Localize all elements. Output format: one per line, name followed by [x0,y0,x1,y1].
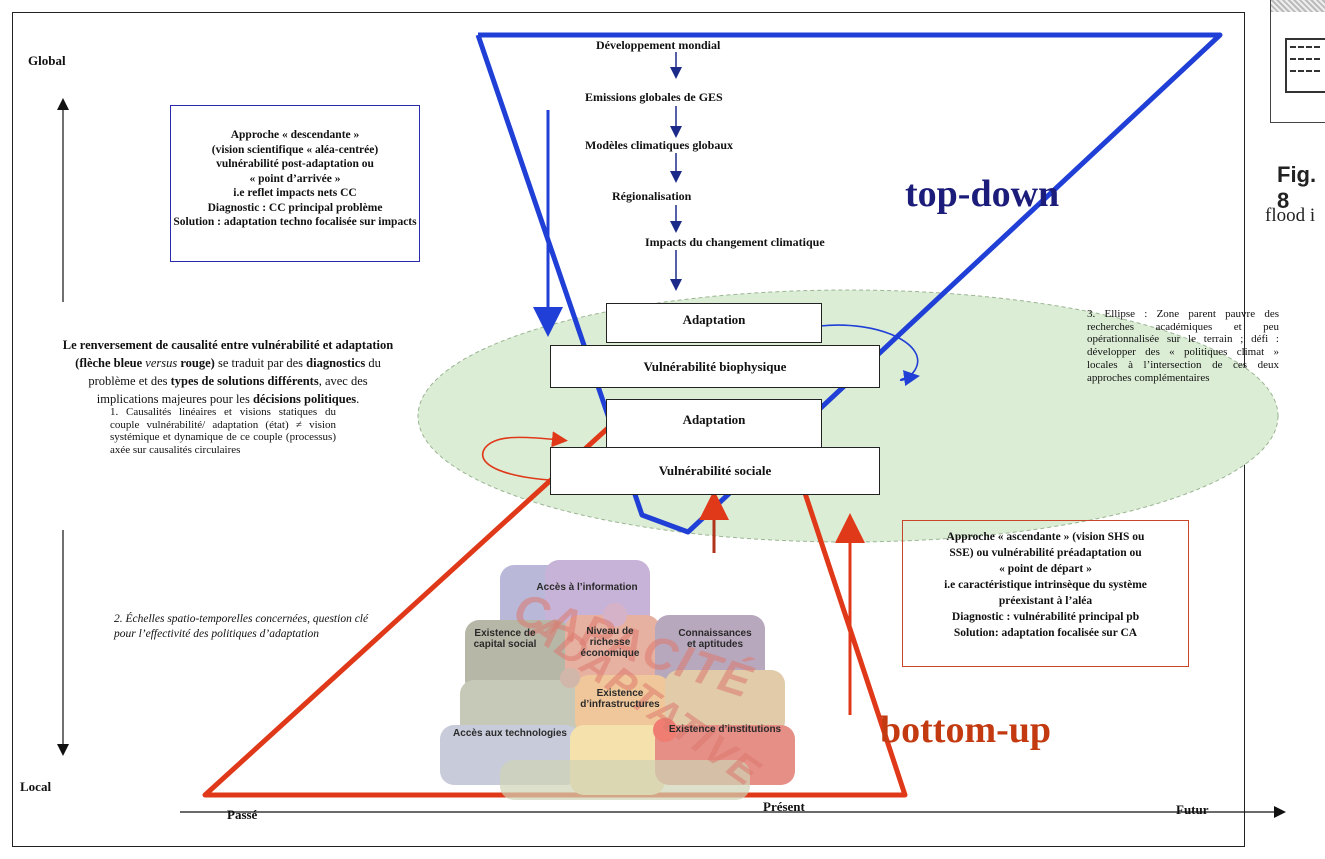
blue-circular-arrow [819,324,920,387]
adaptation-box-top: Adaptation [606,303,822,343]
note-causalities: 1. Causalités linéaires et visions stati… [110,406,336,456]
bottom-up-line: Solution: adaptation focalisée sur CA [953,627,1138,639]
top-down-line: (vision scientifique « aléa-centrée) [211,143,379,156]
causality-text: diagnostics [306,356,366,370]
causality-text: , avec des [318,374,368,388]
bottom-up-line: Approche « ascendante » (vision SHS ou [946,531,1145,543]
top-down-line: Approche « descendante » [230,129,360,141]
red-circular-arrow [482,431,606,482]
causality-paragraph: Le renversement de causalité entre vulné… [28,336,428,408]
axis-label-present: Présent [763,799,805,814]
causality-text: du [365,356,381,370]
top-down-line: Solution : adaptation techno focalisée s… [173,216,417,228]
puzzle-piece-label: Existence d’infrastructures [580,688,660,710]
flow-step: Modèles climatiques globaux [585,138,734,152]
bottom-up-line: « point de départ » [999,563,1092,575]
figure-fragment-hatch [1271,0,1325,12]
axis-label-future: Futur [1176,802,1209,817]
top-down-line: Diagnostic : CC principal problème [207,201,383,214]
bottom-up-approach-box: Approche « ascendante » (vision SHS ou S… [902,520,1189,667]
vulnerabilite-biophysique-box: Vulnérabilité biophysique [550,345,880,388]
causality-text: problème et des [88,374,171,388]
puzzle-pieces-graphic [440,560,795,800]
causality-text: implications majeures pour les [96,392,253,406]
axis-label-past: Passé [227,807,258,822]
axis-label-local: Local [20,779,52,794]
causality-text: Le renversement de causalité entre vulné… [62,338,394,352]
puzzle-piece-label: Existence d’institutions [668,724,782,735]
top-down-line: vulnérabilité post-adaptation ou [216,158,374,170]
note-ellipse: 3. Ellipse : Zone parent pauvre des rech… [1087,308,1279,384]
top-down-line: i.e reflet impacts nets CC [233,187,357,199]
flow-step: Impacts du changement climatique [645,235,825,249]
causality-text: rouge) [177,356,215,370]
flow-step: Régionalisation [612,189,692,203]
figure-fragment-caption: Fig. 8 [1277,162,1317,213]
causality-text: . [356,392,360,406]
puzzle-piece-label: Niveau de richesse économique [580,626,640,659]
vulnerabilite-sociale-box: Vulnérabilité sociale [550,447,880,495]
figure-fragment-chart [1285,38,1325,93]
top-down-approach-box: Approche « descendante » (vision scienti… [170,105,420,262]
bottom-up-label: bottom-up [880,709,1052,751]
figure-fragment-frame [1270,0,1325,123]
figure-fragment-subtitle: flood i [1265,205,1316,226]
causality-text: types de solutions différents [170,374,319,388]
causality-text: (flèche bleue [75,356,146,370]
top-down-line: « point d’arrivée » [249,172,341,185]
flow-step: Emissions globales de GES [585,90,723,104]
adaptive-capacity-puzzle: CAPACITÉ ADAPTATIVE Accès à l’informatio… [440,560,810,800]
puzzle-piece-label: Existence de capital social [473,628,537,650]
puzzle-piece-label: Accès à l’information [536,582,638,593]
flow-step: Développement mondial [596,38,721,52]
top-down-label: top-down [905,173,1060,215]
bottom-up-line: préexistant à l’aléa [998,595,1093,607]
note-scales: 2. Échelles spatio-temporelles concernée… [114,613,369,640]
causality-text: versus [145,356,178,370]
bottom-up-line: Diagnostic : vulnérabilité principal pb [951,611,1140,623]
causality-text: se traduit par des [214,356,307,370]
puzzle-piece-label: Connaissances et aptitudes [678,628,752,650]
puzzle-piece-label: Accès aux technologies [453,728,567,739]
adaptation-box-bottom: Adaptation [606,399,822,451]
causality-text: décisions politiques [252,392,357,406]
bottom-up-line: SSE) ou vulnérabilité préadaptation ou [949,547,1142,559]
axis-label-global: Global [28,53,66,68]
bottom-up-line: i.e caractéristique intrinsèque du systè… [944,579,1147,591]
